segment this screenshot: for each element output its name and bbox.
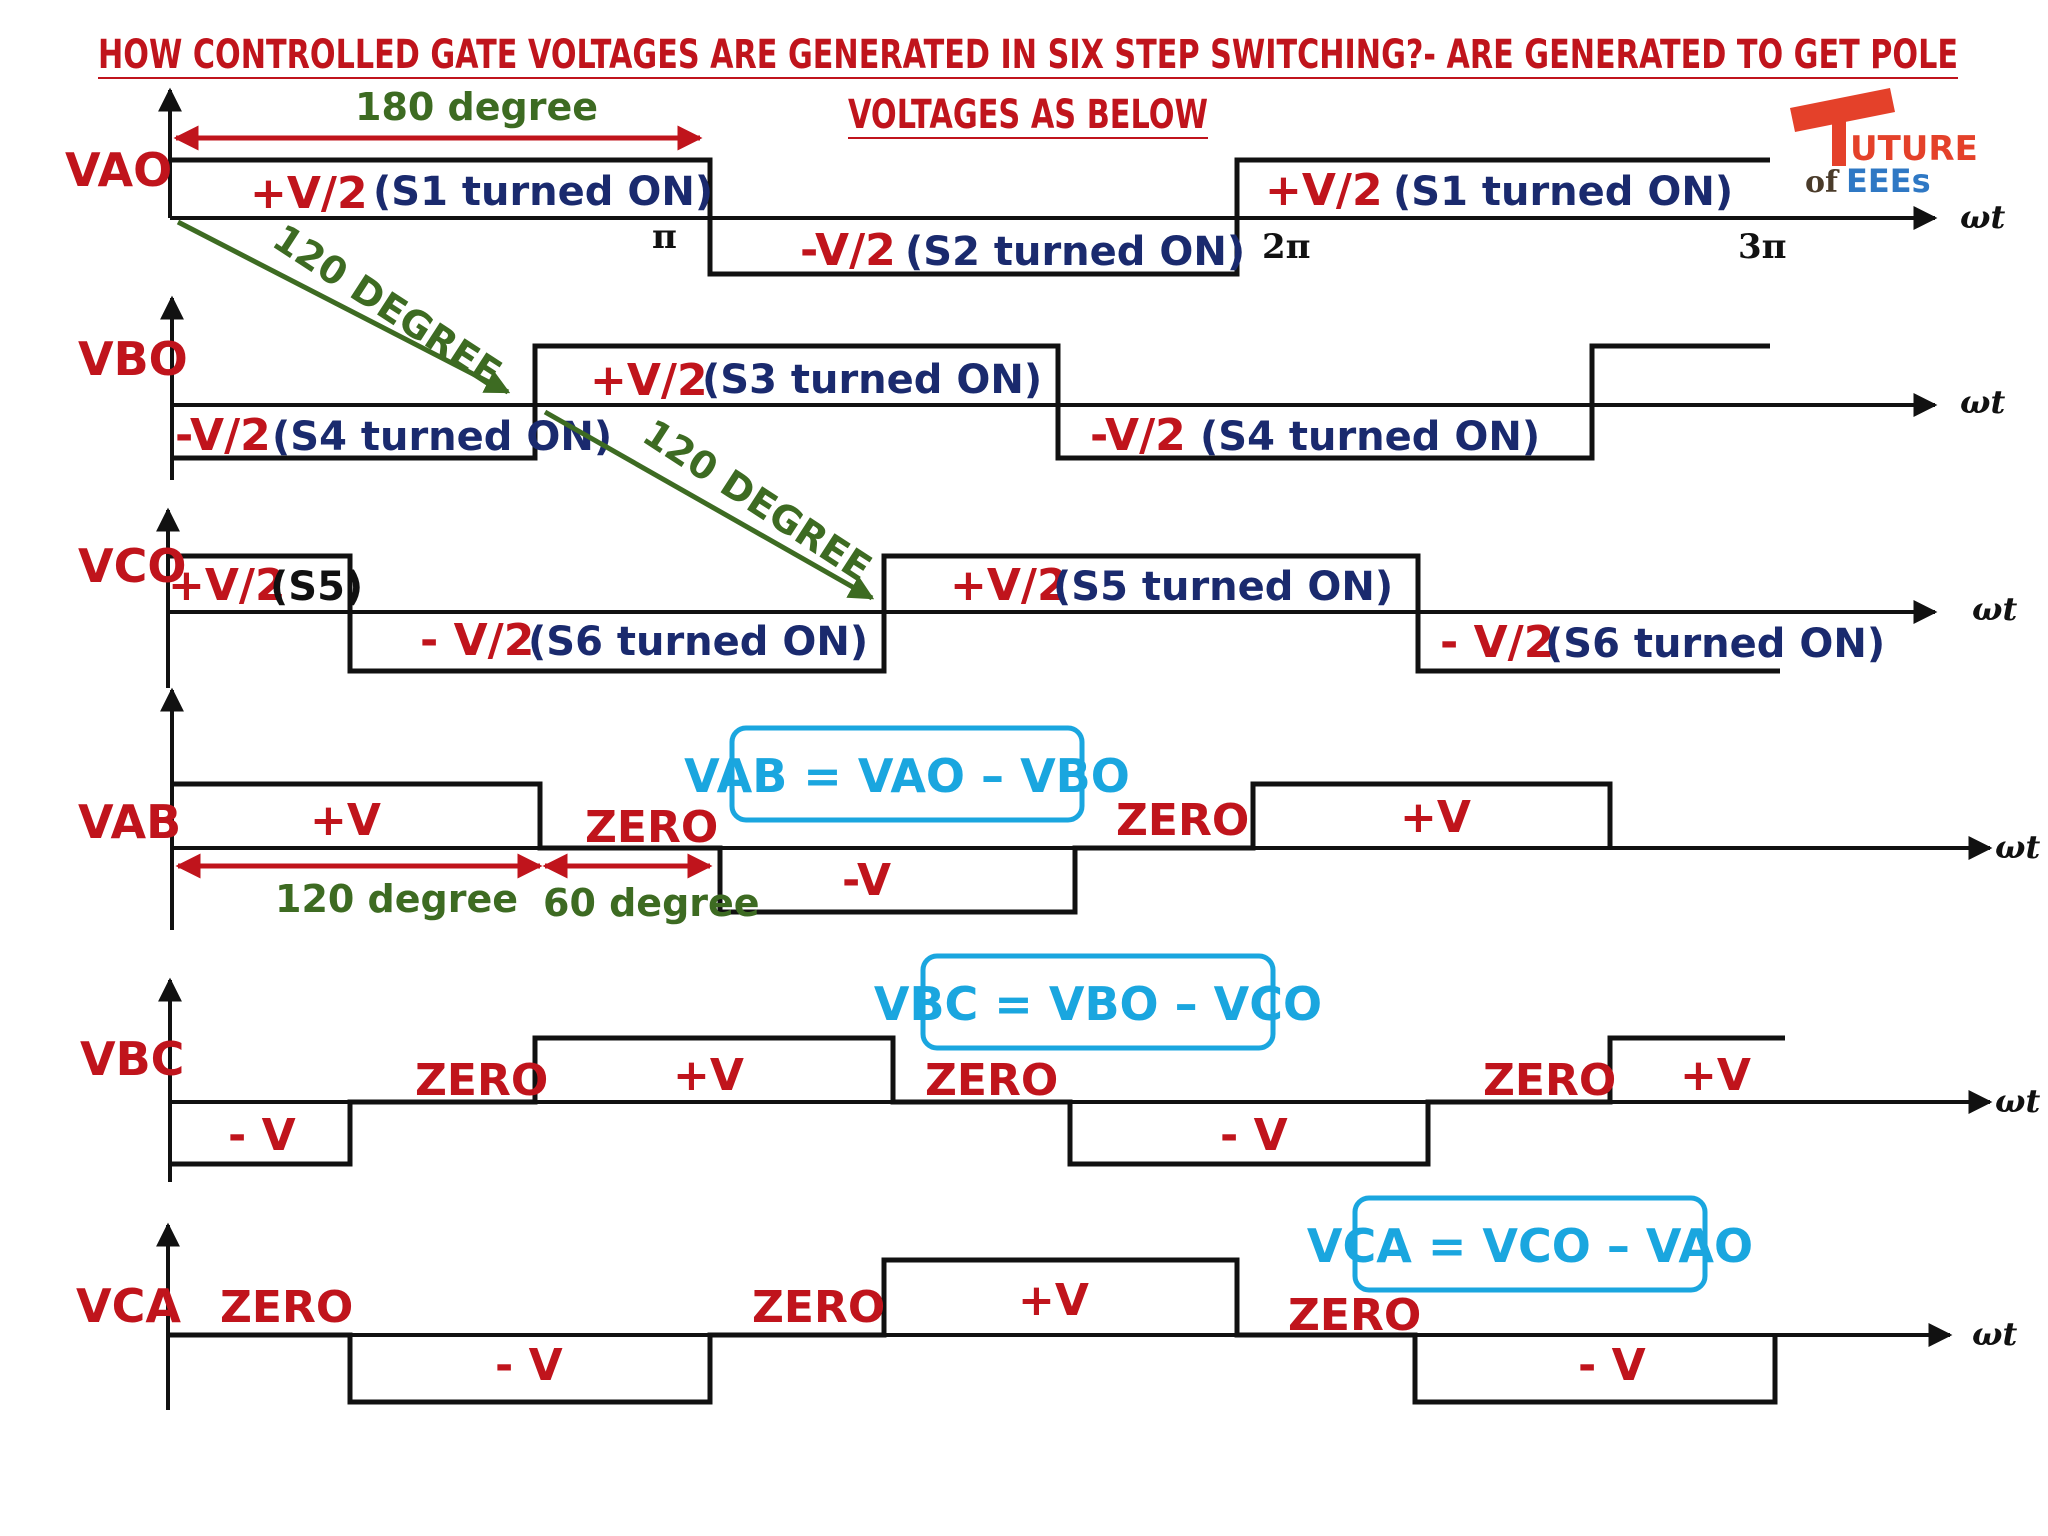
vbc-level-1: - V bbox=[228, 1110, 296, 1161]
deg120-label-a: 120 DEGREE bbox=[265, 216, 509, 396]
vca-omega-t: ωt bbox=[1972, 1315, 2017, 1353]
vao-plot: VAO +V/2 (S1 turned ON) -V/2 (S2 turned … bbox=[65, 87, 2005, 277]
vab-level-2: ZERO bbox=[585, 802, 718, 853]
vca-plot: VCA ZERO - V ZERO +V ZERO - V ωt VCA = V… bbox=[76, 1195, 2017, 1410]
tick-pi: π bbox=[652, 217, 677, 257]
vao-pos1-value: +V/2 bbox=[250, 168, 368, 219]
vbc-label: VBC bbox=[80, 1032, 184, 1086]
vbc-level-2: ZERO bbox=[415, 1055, 548, 1106]
vca-level-3: ZERO bbox=[752, 1282, 885, 1333]
vca-label: VCA bbox=[76, 1279, 181, 1333]
vab-level-4: ZERO bbox=[1116, 795, 1249, 846]
vbo-neg1-note: (S4 turned ON) bbox=[272, 414, 612, 460]
vbc-level-5: - V bbox=[1220, 1110, 1288, 1161]
deg180-label: 180 degree bbox=[355, 85, 598, 129]
vco-pos1-note: (S5) bbox=[270, 564, 363, 610]
deg120-label-b: 120 DEGREE bbox=[635, 411, 879, 591]
vco-neg2-value: - V/2 bbox=[1440, 617, 1554, 668]
vao-neg1-value: -V/2 bbox=[800, 225, 896, 276]
vab-omega-t: ωt bbox=[1995, 828, 2040, 866]
vco-waveform bbox=[168, 553, 1780, 674]
vca-equation: VCA = VCO – VAO bbox=[1307, 1219, 1753, 1273]
vbc-level-4: ZERO bbox=[925, 1055, 1058, 1106]
vbc-equation: VBC = VBO – VCO bbox=[874, 977, 1322, 1031]
vbc-waveform bbox=[170, 1035, 1785, 1167]
vao-label: VAO bbox=[65, 143, 172, 197]
vbo-neg2-note: (S4 turned ON) bbox=[1200, 414, 1540, 460]
vbc-level-7: +V bbox=[1680, 1050, 1751, 1101]
vca-level-6: - V bbox=[1578, 1340, 1646, 1391]
vco-neg1-value: - V/2 bbox=[420, 615, 534, 666]
vbo-waveform bbox=[172, 343, 1770, 461]
logo-line-2b: EEEs bbox=[1846, 162, 1931, 200]
vbo-neg1-value: -V/2 bbox=[175, 410, 271, 461]
vao-pos1-note: (S1 turned ON) bbox=[373, 169, 713, 215]
title-line-1: HOW CONTROLLED GATE VOLTAGES ARE GENERAT… bbox=[98, 32, 1958, 78]
tick-3pi: 3π bbox=[1738, 227, 1787, 267]
vab-level-5: +V bbox=[1400, 792, 1471, 843]
vao-waveform bbox=[170, 157, 1770, 277]
deg60-label: 60 degree bbox=[543, 881, 760, 925]
vco-neg1-note: (S6 turned ON) bbox=[528, 619, 868, 665]
vao-omega-t: ωt bbox=[1960, 198, 2005, 236]
vab-equation-box bbox=[729, 725, 1085, 823]
vca-level-2: - V bbox=[495, 1340, 563, 1391]
vab-label: VAB bbox=[78, 795, 181, 849]
vca-level-1: ZERO bbox=[220, 1282, 353, 1333]
vao-neg1-note: (S2 turned ON) bbox=[905, 229, 1245, 275]
vbo-omega-t: ωt bbox=[1960, 383, 2005, 421]
vco-pos2-value: +V/2 bbox=[950, 560, 1068, 611]
vab-waveform bbox=[172, 781, 1613, 915]
vca-level-4: +V bbox=[1018, 1275, 1089, 1326]
logo-line-2a: of bbox=[1805, 165, 1840, 200]
vbo-pos1-value: +V/2 bbox=[590, 355, 708, 406]
deg120-arrow-b bbox=[543, 409, 875, 601]
vbo-label: VBO bbox=[78, 332, 188, 386]
vbc-omega-t: ωt bbox=[1995, 1082, 2040, 1120]
vco-pos2-note: (S5 turned ON) bbox=[1053, 564, 1393, 610]
deg120-bottom-label: 120 degree bbox=[275, 877, 518, 921]
vco-neg2-note: (S6 turned ON) bbox=[1545, 621, 1885, 667]
vbo-plot: VBO -V/2 (S4 turned ON) +V/2 (S3 turned … bbox=[78, 295, 2005, 480]
logo-bar bbox=[1832, 118, 1846, 166]
vab-equation: VAB = VAO – VBO bbox=[684, 749, 1130, 803]
title-line-2: VOLTAGES AS BELOW bbox=[848, 92, 1208, 138]
logo-line-1: UTURE bbox=[1850, 129, 1978, 169]
logo-mark bbox=[1790, 88, 1895, 132]
vao-pos2-value: +V/2 bbox=[1265, 165, 1383, 216]
vca-equation-box bbox=[1352, 1195, 1708, 1293]
vco-pos1-value: +V/2 bbox=[168, 560, 286, 611]
vca-level-5: ZERO bbox=[1288, 1290, 1421, 1341]
vco-label: VCO bbox=[78, 539, 186, 593]
vbc-level-6: ZERO bbox=[1483, 1055, 1616, 1106]
vco-omega-t: ωt bbox=[1972, 590, 2017, 628]
vbo-neg2-value: -V/2 bbox=[1090, 410, 1186, 461]
vbc-plot: VBC - V ZERO +V ZERO - V ZERO +V ωt VBC … bbox=[80, 953, 2040, 1182]
future-of-eees-logo: UTURE of EEEs bbox=[1790, 88, 1978, 200]
vbc-equation-box bbox=[920, 953, 1276, 1051]
deg120-arrow-a bbox=[176, 219, 511, 395]
vab-plot: VAB +V ZERO -V ZERO +V ωt VAB = VAO – VB… bbox=[78, 687, 2040, 930]
vab-level-3: -V bbox=[842, 855, 891, 906]
vco-plot: VCO +V/2 (S5) - V/2 (S6 turned ON) +V/2 … bbox=[78, 507, 2017, 688]
vbo-pos1-note: (S3 turned ON) bbox=[702, 357, 1042, 403]
tick-2pi: 2π bbox=[1262, 227, 1311, 267]
vbc-level-3: +V bbox=[673, 1050, 744, 1101]
vao-pos2-note: (S1 turned ON) bbox=[1393, 169, 1733, 215]
vab-level-1: +V bbox=[310, 795, 381, 846]
vca-waveform bbox=[168, 1257, 1778, 1405]
